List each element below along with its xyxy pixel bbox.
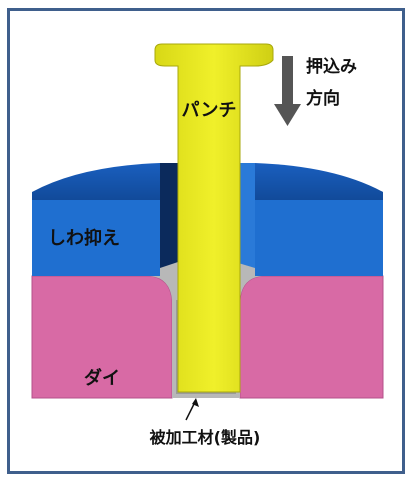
punch xyxy=(154,43,274,393)
die-label: ダイ xyxy=(84,367,120,389)
punch-label: パンチ xyxy=(182,100,237,121)
direction-label-line2: 方向 xyxy=(306,88,340,109)
workpiece-leader-arrow-icon xyxy=(185,398,199,421)
holder-label: しわ抑え xyxy=(48,228,120,249)
workpiece-label: 被加工材(製品) xyxy=(150,428,261,447)
push-direction-arrow-icon xyxy=(274,56,301,126)
direction-label-line1: 押込み xyxy=(306,56,357,77)
die xyxy=(31,275,384,399)
